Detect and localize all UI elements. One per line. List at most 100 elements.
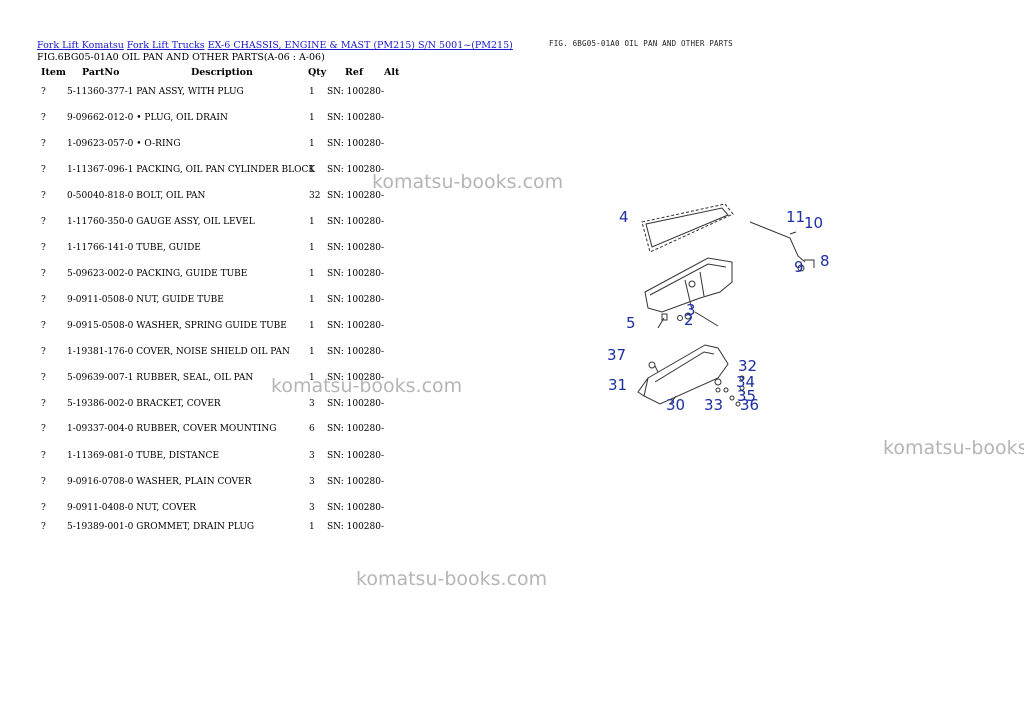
item-cell: ? (41, 477, 46, 487)
ref-cell: SN: 100280- (327, 477, 385, 487)
qty-cell: 32 (309, 191, 321, 201)
ref-cell: SN: 100280- (327, 87, 385, 97)
ref-cell: SN: 100280- (327, 295, 385, 305)
table-row: ? 9-0915-0508-0 WASHER, SPRING GUIDE TUBE… (0, 321, 520, 335)
callout-35: 35 (737, 387, 757, 405)
column-header-description: Description (191, 67, 253, 78)
callout-33: 33 (704, 396, 724, 414)
item-cell: ? (41, 165, 46, 175)
callout-36: 36 (740, 396, 760, 414)
callout-37: 37 (607, 346, 627, 364)
breadcrumb-link-fork-lift-trucks[interactable]: Fork Lift Trucks (126, 40, 205, 51)
column-header-partno: PartNo (82, 67, 120, 78)
diagram-caption: FIG. 6BG05-01A0 OIL PAN AND OTHER PARTS (549, 39, 733, 48)
part-description-cell: 5-11360-377-1 PAN ASSY, WITH PLUG (67, 87, 244, 97)
qty-cell: 3 (309, 503, 315, 513)
qty-cell: 1 (309, 269, 315, 279)
part-description-cell: 5-19386-002-0 BRACKET, COVER (67, 399, 221, 409)
part-description-cell: 5-09639-007-1 RUBBER, SEAL, OIL PAN (67, 373, 254, 383)
qty-cell: 1 (309, 113, 315, 123)
ref-cell: SN: 100280- (327, 243, 385, 253)
item-cell: ? (41, 217, 46, 227)
breadcrumb: Fork Lift Komatsu Fork Lift Trucks EX-6 … (37, 40, 513, 51)
callout-32: 32 (738, 357, 758, 375)
callout-8: 8 (820, 252, 830, 270)
item-cell: ? (41, 191, 46, 201)
callout-2: 2 (684, 311, 694, 329)
item-cell: ? (41, 321, 46, 331)
ref-cell: SN: 100280- (327, 451, 385, 461)
callout-30: 30 (666, 396, 686, 414)
part-description-cell: 1-09337-004-0 RUBBER, COVER MOUNTING (67, 424, 277, 434)
part-description-cell: 0-50040-818-0 BOLT, OIL PAN (67, 191, 206, 201)
item-cell: ? (41, 87, 46, 97)
ref-cell: SN: 100280- (327, 522, 385, 532)
item-cell: ? (41, 451, 46, 461)
ref-cell: SN: 100280- (327, 347, 385, 357)
part-description-cell: 9-0915-0508-0 WASHER, SPRING GUIDE TUBE (67, 321, 287, 331)
item-cell: ? (41, 295, 46, 305)
exploded-parts-diagram: 4 11 10 8 9 5 3 2 37 32 34 31 35 30 33 3… (600, 200, 840, 420)
table-row: ? 9-0911-0508-0 NUT, GUIDE TUBE 1 SN: 10028… (0, 295, 520, 309)
item-cell: ? (41, 373, 46, 383)
qty-cell: 1 (309, 217, 315, 227)
table-row: ? 5-11360-377-1 PAN ASSY, WITH PLUG 1 SN: 1… (0, 87, 520, 101)
page-title: FIG.6BG05-01A0 OIL PAN AND OTHER PARTS(A… (37, 52, 325, 63)
callout-31: 31 (608, 376, 628, 394)
qty-cell: 1 (309, 295, 315, 305)
part-description-cell: 9-0916-0708-0 WASHER, PLAIN COVER (67, 477, 252, 487)
callout-5: 5 (626, 314, 636, 332)
breadcrumb-link-chassis-engine-mast[interactable]: EX-6 CHASSIS, ENGINE & MAST (PM215) S/N … (207, 40, 513, 51)
table-row: ? 0-50040-818-0 BOLT, OIL PAN 32 SN: 100280… (0, 191, 520, 205)
table-row: ? 1-09337-004-0 RUBBER, COVER MOUNTING 6 SN… (0, 424, 520, 438)
qty-cell: 6 (309, 424, 315, 434)
item-cell: ? (41, 113, 46, 123)
ref-cell: SN: 100280- (327, 321, 385, 331)
part-description-cell: 9-0911-0508-0 NUT, GUIDE TUBE (67, 295, 224, 305)
item-cell: ? (41, 424, 46, 434)
column-header-ref: Ref (345, 67, 364, 78)
qty-cell: 1 (309, 243, 315, 253)
breadcrumb-link-fork-lift-komatsu[interactable]: Fork Lift Komatsu (37, 40, 124, 51)
ref-cell: SN: 100280- (327, 424, 385, 434)
part-description-cell: 5-19389-001-0 GROMMET, DRAIN PLUG (67, 522, 255, 532)
part-description-cell: 1-11766-141-0 TUBE, GUIDE (67, 243, 201, 253)
column-header-alt: Alt (384, 67, 400, 78)
callout-11: 11 (786, 208, 806, 226)
item-cell: ? (41, 269, 46, 279)
qty-cell: 1 (309, 139, 315, 149)
column-header-qty: Qty (308, 67, 327, 78)
part-description-cell: 9-0911-0408-0 NUT, COVER (67, 503, 197, 513)
part-description-cell: 1-09623-057-0 • O-RING (67, 139, 181, 149)
ref-cell: SN: 100280- (327, 165, 385, 175)
ref-cell: SN: 100280- (327, 191, 385, 201)
ref-cell: SN: 100280- (327, 269, 385, 279)
callout-3: 3 (686, 301, 696, 319)
table-row: ? 5-19389-001-0 GROMMET, DRAIN PLUG 1 SN: 1… (0, 522, 520, 536)
part-description-cell: 1-11369-081-0 TUBE, DISTANCE (67, 451, 220, 461)
item-cell: ? (41, 522, 46, 532)
callout-10: 10 (804, 214, 824, 232)
qty-cell: 1 (309, 522, 315, 532)
table-row: ?1-19381-176-0 COVER, NOISE SHIELD OIL P… (0, 347, 520, 361)
item-cell: ? (41, 503, 46, 513)
table-row: ? 1-11766-141-0 TUBE, GUIDE 1 SN: 100280- (0, 243, 520, 257)
table-row: ?1-11367-096-1 PACKING, OIL PAN CYLINDER… (0, 165, 520, 179)
item-cell: ? (41, 243, 46, 253)
qty-cell: 1 (309, 347, 315, 357)
callout-34: 34 (736, 373, 756, 391)
oil-pan-drawing (637, 203, 815, 407)
ref-cell: SN: 100280- (327, 399, 385, 409)
qty-cell: 3 (309, 399, 315, 409)
watermark: komatsu-books.com (883, 437, 1024, 459)
qty-cell: 1 (309, 87, 315, 97)
ref-cell: SN: 100280- (327, 373, 385, 383)
